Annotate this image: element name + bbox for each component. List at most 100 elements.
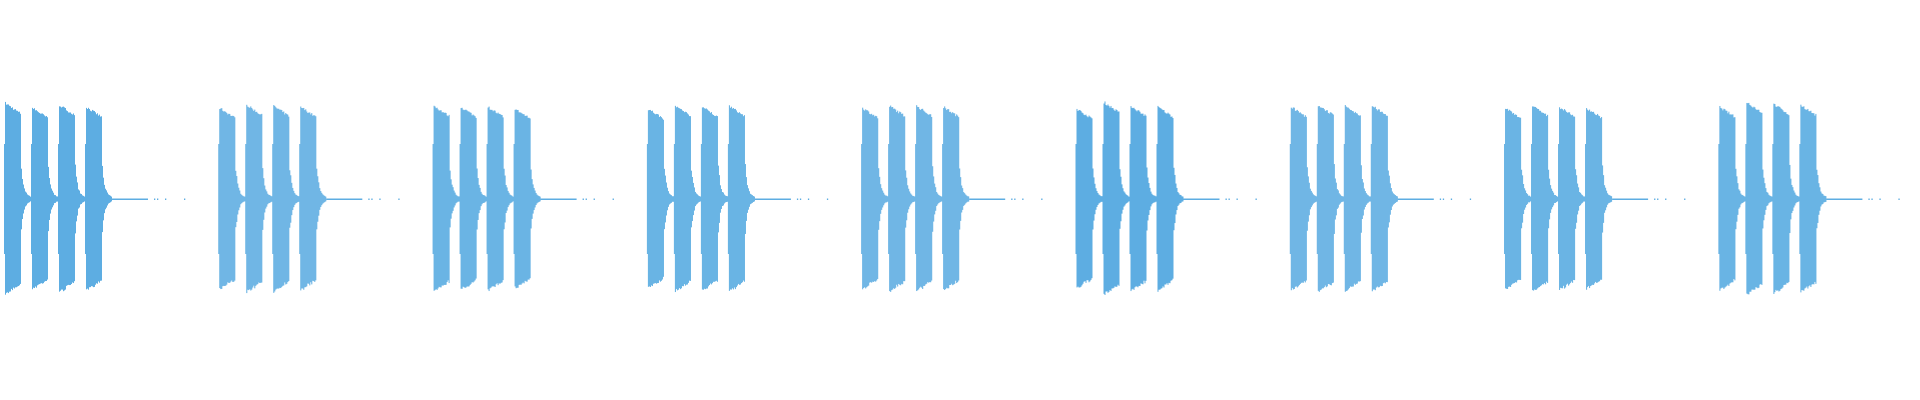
waveform-sample (497, 112, 499, 286)
waveform-sample (1181, 196, 1183, 202)
waveform-sample (282, 112, 284, 286)
waveform-sample (1529, 195, 1531, 203)
waveform-sample (104, 184, 105, 214)
waveform-sample (826, 198, 829, 200)
waveform-sample (39, 112, 40, 285)
waveform-sample (85, 144, 86, 254)
waveform-sample (1734, 117, 1736, 281)
waveform-sample (64, 107, 65, 291)
waveform-sample (959, 168, 961, 230)
waveform-sample (59, 106, 60, 292)
waveform-sample (1178, 193, 1180, 205)
waveform-sample (1589, 109, 1591, 289)
waveform-sample (950, 111, 952, 285)
waveform-sample (441, 112, 443, 286)
waveform-sample (1580, 192, 1582, 206)
waveform-sample (1113, 109, 1115, 288)
waveform-sample (1126, 195, 1128, 203)
waveform-sample (226, 112, 228, 285)
waveform-sample (28, 195, 29, 203)
waveform-sample (1319, 107, 1321, 291)
waveform-sample (484, 195, 486, 203)
waveform-sample (1813, 113, 1815, 285)
waveform-sample (1562, 109, 1564, 289)
waveform-sample (1171, 116, 1173, 281)
waveform-sample (681, 110, 683, 287)
waveform-sample (1535, 106, 1537, 290)
waveform-sample (1117, 111, 1119, 285)
waveform-sample (322, 194, 324, 204)
waveform-sample (291, 182, 293, 216)
waveform-sample (1299, 112, 1301, 284)
waveform-sample (252, 109, 254, 288)
waveform-sample (1079, 109, 1081, 288)
waveform-sample (1779, 106, 1781, 291)
waveform-sample (1138, 110, 1140, 286)
waveform-sample (379, 198, 381, 200)
waveform-sample (62, 106, 63, 290)
waveform-sample (18, 111, 19, 287)
waveform-sample (77, 182, 78, 216)
waveform-sample (240, 193, 242, 205)
waveform-sample (506, 187, 508, 211)
waveform-sample (456, 195, 458, 203)
waveform-sample (74, 115, 75, 282)
waveform-sample (1450, 198, 1453, 200)
waveform-sample (721, 192, 723, 206)
waveform-sample (1774, 104, 1776, 293)
waveform-sample (864, 110, 866, 288)
waveform-sample (1080, 110, 1082, 287)
waveform-sample (1585, 144, 1587, 254)
waveform-sample (1519, 117, 1521, 280)
waveform-sample (1801, 106, 1803, 291)
waveform-sample (1316, 144, 1318, 254)
waveform-sample (1364, 191, 1366, 207)
waveform-sample (1561, 108, 1563, 289)
waveform-sample (865, 109, 867, 289)
waveform-sample (905, 170, 907, 228)
waveform-sample (1169, 114, 1171, 284)
waveform-sample (1397, 198, 1434, 200)
waveform-sample (461, 107, 463, 289)
waveform-sample (285, 113, 287, 285)
waveform-sample (1760, 112, 1762, 285)
waveform-sample (300, 106, 302, 291)
waveform-sample (1396, 196, 1398, 202)
waveform-sample (318, 182, 320, 216)
waveform-sample (1748, 102, 1750, 295)
waveform-sample (368, 198, 370, 200)
waveform-sample (1379, 112, 1381, 286)
waveform-sample (272, 144, 274, 254)
waveform-sample (500, 114, 502, 283)
waveform-sample (1317, 106, 1319, 291)
waveform-sample (538, 196, 540, 202)
waveform-sample (511, 195, 513, 203)
waveform-sample (93, 110, 94, 288)
waveform-sample (76, 176, 77, 222)
waveform-sample (29, 195, 30, 203)
waveform-sample (1567, 112, 1569, 284)
waveform-sample (1606, 190, 1608, 208)
waveform-sample (1752, 107, 1754, 290)
waveform-sample (255, 112, 257, 286)
waveform-sample (24, 188, 25, 210)
waveform-sample (661, 118, 663, 280)
waveform-sample (1509, 109, 1511, 287)
waveform-sample (68, 112, 69, 285)
waveform-sample (688, 116, 690, 281)
waveform-sample (1784, 112, 1786, 285)
waveform-sample (517, 109, 519, 288)
waveform-sample (1469, 198, 1472, 200)
waveform-sample (920, 109, 922, 287)
waveform-sample (154, 198, 156, 200)
waveform-sample (1536, 107, 1538, 290)
waveform-sample (1144, 114, 1146, 284)
waveform-sample (36, 110, 37, 288)
waveform-sample (1515, 114, 1517, 283)
waveform-sample (433, 105, 435, 291)
waveform-sample (326, 198, 363, 200)
waveform-sample (253, 110, 255, 286)
waveform-sample (1368, 196, 1370, 202)
waveform-sample (1375, 109, 1377, 288)
